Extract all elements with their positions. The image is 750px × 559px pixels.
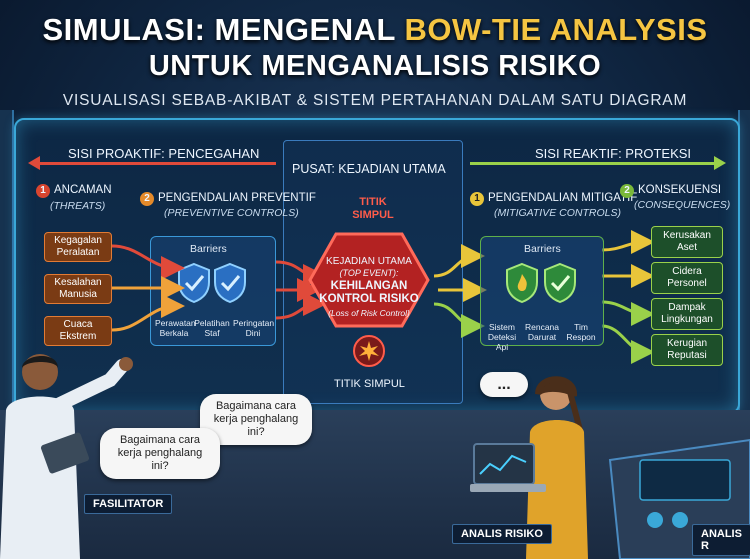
preventive-subtitle: (PREVENTIVE CONTROLS) [164, 207, 299, 219]
shield-icon [214, 262, 246, 304]
threats-title-text: ANCAMAN [54, 184, 112, 196]
mitigative-number-badge: 1 [470, 192, 484, 206]
threat-box-3[interactable]: Cuaca Ekstrem [44, 316, 112, 346]
knot-bottom-label: TITIK SIMPUL [334, 378, 405, 390]
right-heading-arrow-head [714, 156, 726, 170]
top-event-title: KEJADIAN UTAMA [326, 256, 412, 267]
threat-box-2[interactable]: Kesalahan Manusia [44, 274, 112, 304]
laptop-icon [470, 443, 546, 492]
consequences-title-text: KONSEKUENSI [638, 184, 722, 196]
page-subtitle: VISUALISASI SEBAB-AKIBAT & SISTEM PERTAH… [62, 92, 688, 109]
explosion-icon [353, 335, 385, 367]
threats-number-badge: 1 [36, 184, 50, 198]
preventive-title: 2 PENGENDALIAN PREVENTIF [140, 192, 316, 206]
mitigative-barrier-2: Rencana Darurat [524, 322, 560, 342]
preventive-barrier-1: Perawatan Berkala [155, 318, 196, 338]
right-heading-arrow [470, 162, 716, 165]
center-heading: PUSAT: KEJADIAN UTAMA [292, 162, 446, 176]
facilitator-figure [0, 354, 133, 559]
speech-bubble-left: Bagaimana cara kerja penghalang ini? [100, 428, 220, 479]
preventive-number-badge: 2 [140, 192, 154, 206]
mitigative-barrier-1: Sistem Deteksi Api [487, 322, 517, 352]
threat-box-1[interactable]: Kegagalan Peralatan [44, 232, 112, 262]
mitigative-title-text: PENGENDALIAN MITIGATIF [488, 192, 638, 204]
fire-shield-icon [506, 262, 538, 304]
top-event-hexagon[interactable] [306, 230, 432, 330]
mitigative-subtitle: (MITIGATIVE CONTROLS) [494, 207, 621, 219]
facilitator-tag: FASILITATOR [84, 494, 173, 514]
left-heading-arrow-head [28, 156, 40, 170]
right-heading: SISI REAKTIF: PROTEKSI [535, 146, 692, 161]
knot-top-label: TITIK SIMPUL [352, 196, 394, 221]
consequence-label-4: Kerugian Reputasi [666, 338, 708, 361]
top-event-english: (Loss of Risk Control) [328, 308, 410, 318]
consequences-title: 2 KONSEKUENSI [620, 184, 721, 198]
top-event-sub: (TOP EVENT): [339, 268, 399, 278]
consequence-box-2[interactable]: Cidera Personel [651, 262, 723, 294]
mitigative-barriers-label: Barriers [524, 243, 561, 255]
threat-label-1: Kegagalan Peralatan [54, 235, 102, 258]
shield-check-icon [544, 262, 576, 304]
consequence-label-3: Dampak Lingkungan [661, 302, 713, 325]
consequences-number-badge: 2 [620, 184, 634, 198]
consequence-box-3[interactable]: Dampak Lingkungan [651, 298, 723, 330]
page-title: SIMULASI: MENGENAL BOW-TIE ANALYSIS [0, 12, 750, 48]
title-highlight: BOW-TIE ANALYSIS [404, 12, 708, 47]
threats-title: 1 ANCAMAN [36, 184, 112, 198]
threat-label-2: Kesalahan Manusia [54, 277, 102, 300]
consequence-box-4[interactable]: Kerugian Reputasi [651, 334, 723, 366]
threat-label-3: Cuaca Ekstrem [59, 319, 97, 342]
consequence-label-1: Kerusakan Aset [663, 230, 711, 253]
mitigative-barrier-3: Tim Respon [566, 322, 596, 342]
left-wall-panel [0, 110, 14, 420]
mitigative-barriers-panel[interactable] [480, 236, 604, 346]
consequence-label-2: Cidera Personel [667, 266, 707, 289]
title-text: SIMULASI: MENGENAL [42, 12, 405, 47]
preventive-barrier-3: Peringatan Dini [233, 318, 275, 338]
left-heading-arrow [36, 162, 276, 165]
thought-bubble: ... [480, 372, 528, 397]
analyst2-tag: ANALIS R [692, 524, 750, 556]
left-heading: SISI PROAKTIF: PENCEGAHAN [68, 146, 260, 161]
analyst-tag: ANALIS RISIKO [452, 524, 552, 544]
consequence-box-1[interactable]: Kerusakan Aset [651, 226, 723, 258]
mitigative-title: 1 PENGENDALIAN MITIGATIF [470, 192, 637, 206]
speech-bubble-center: Bagaimana cara kerja penghalang ini? [200, 394, 312, 445]
page-title-line2: UNTUK MENGANALISIS RISIKO [148, 50, 602, 82]
preventive-barriers-label: Barriers [190, 243, 227, 255]
top-event-main: KEHILANGAN KONTROL RISIKO [319, 280, 419, 305]
preventive-barrier-2: Pelatihan Staf [194, 318, 230, 338]
threats-subtitle: (THREATS) [50, 200, 106, 212]
consequences-subtitle: (CONSEQUENCES) [634, 199, 731, 211]
preventive-title-text: PENGENDALIAN PREVENTIF [158, 192, 316, 204]
